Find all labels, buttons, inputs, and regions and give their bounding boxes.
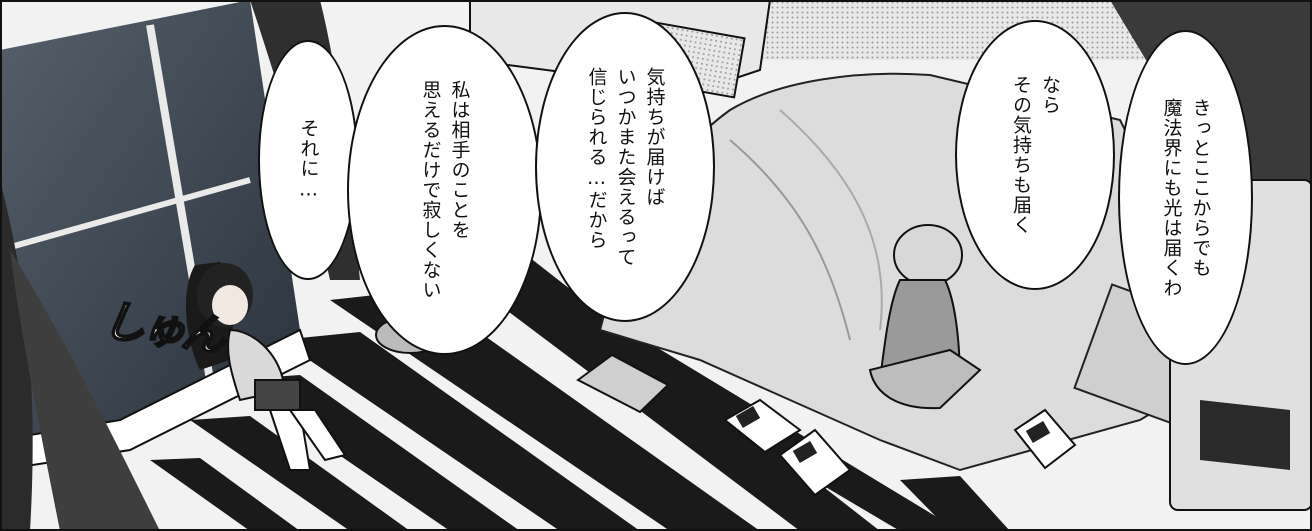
balloon-5-line-1: きっとここからでも bbox=[1189, 97, 1212, 278]
books bbox=[723, 398, 1077, 497]
kneeling-boy bbox=[868, 224, 982, 410]
balloon-5-text: きっとここからでも 魔法界にも光は届くわ bbox=[1157, 98, 1215, 298]
speech-balloon-5: きっとここからでも 魔法界にも光は届くわ bbox=[1118, 30, 1253, 365]
balloon-3-line-2: いつかまた会えるって bbox=[614, 67, 637, 267]
balloon-4-line-2: その気持ちも届く bbox=[1010, 75, 1032, 235]
balloon-3-line-3: 信じられる…だから bbox=[585, 67, 608, 250]
balloon-5-line-2: 魔法界にも光は届くわ bbox=[1160, 97, 1183, 298]
balloon-4-text: なら その気持ちも届く bbox=[1006, 75, 1064, 235]
standing-girl bbox=[185, 262, 347, 471]
futon-fold-2 bbox=[779, 109, 883, 331]
speech-balloon-2: 私は相手のことを 思えるだけで寂しくない bbox=[347, 25, 542, 355]
balloon-2-line-2: 思えるだけで寂しくない bbox=[419, 80, 442, 300]
speech-balloon-4: なら その気持ちも届く bbox=[955, 20, 1115, 290]
futon-fold bbox=[729, 139, 851, 341]
tissue-box bbox=[576, 353, 670, 414]
speech-balloon-1: それに… bbox=[258, 40, 358, 280]
balloon-1-text: それに… bbox=[294, 119, 323, 202]
balloon-4-line-1: なら bbox=[1039, 75, 1061, 115]
curtain-left bbox=[0, 180, 33, 531]
balloon-2-text: 私は相手のことを 思えるだけで寂しくない bbox=[416, 80, 474, 300]
curtain-left-inner bbox=[10, 250, 160, 531]
balloon-1-line-1: それに… bbox=[297, 118, 320, 202]
back-wall bbox=[0, 0, 1312, 60]
balloon-2-line-1: 私は相手のことを bbox=[448, 80, 471, 240]
speech-balloon-3: 気持ちが届けば いつかまた会えるって 信じられる…だから bbox=[535, 12, 715, 322]
balloon-3-text: 気持ちが届けば いつかまた会えるって 信じられる…だから bbox=[582, 67, 669, 267]
balloon-3-line-1: 気持ちが届けば bbox=[643, 67, 666, 207]
